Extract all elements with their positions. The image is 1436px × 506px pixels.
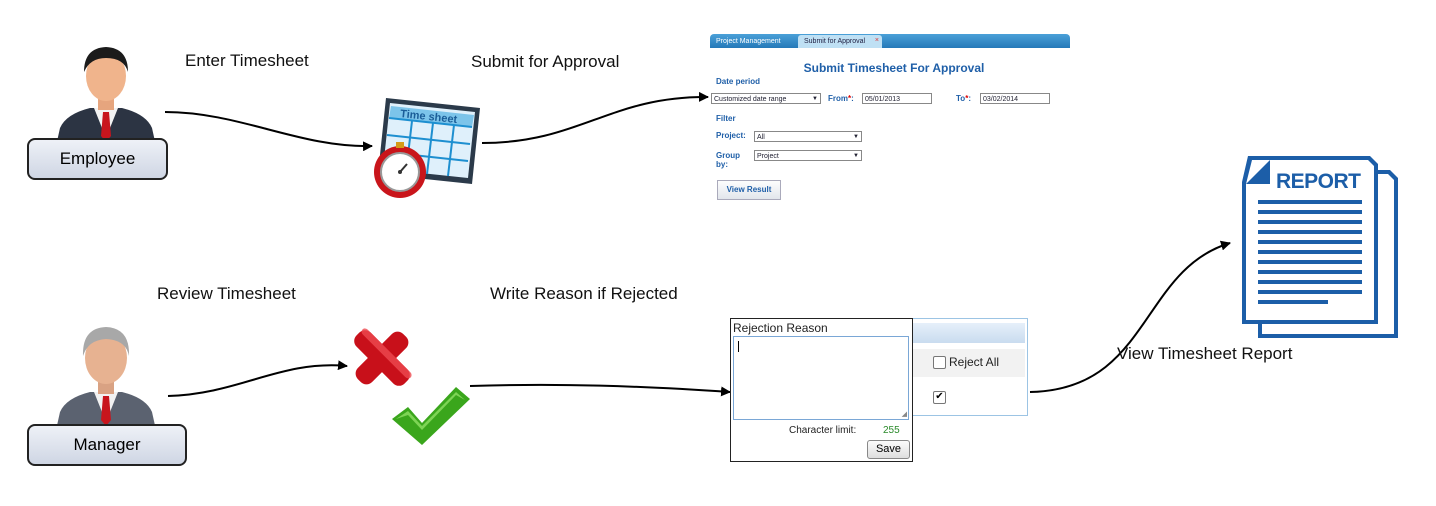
date-period-value: Customized date range xyxy=(714,96,787,103)
from-label-text: From xyxy=(828,94,848,103)
date-period-label: Date period xyxy=(716,77,761,86)
group-by-label-line2: by: xyxy=(716,160,728,169)
character-limit-value: 255 xyxy=(883,425,900,436)
arrow-timesheet-to-submit xyxy=(481,91,709,144)
view-result-button[interactable]: View Result xyxy=(717,180,781,200)
group-by-label-line1: Group xyxy=(716,151,740,160)
group-by-select[interactable]: Project ▼ xyxy=(754,150,862,161)
reject-all-label: Reject All xyxy=(949,355,1000,369)
from-label: From*: xyxy=(828,94,854,103)
character-limit-label: Character limit: xyxy=(789,425,857,436)
employee-role-box: Employee xyxy=(27,138,168,180)
approve-check-icon xyxy=(392,387,470,445)
project-value: All xyxy=(757,134,765,141)
submit-timesheet-panel: Project Management Submit for Approval ×… xyxy=(710,34,1078,206)
step-label-submit-for-approval: Submit for Approval xyxy=(471,52,620,71)
report-document-icon: REPORT xyxy=(1240,152,1400,342)
from-label-colon: : xyxy=(851,94,854,103)
project-label: Project: xyxy=(716,131,746,140)
calendar-grid-icon xyxy=(374,98,480,198)
project-select[interactable]: All ▼ xyxy=(754,131,862,142)
arrow-review-to-rejection xyxy=(469,383,731,397)
reject-x-icon xyxy=(354,328,412,386)
rejection-reason-title: Rejection Reason xyxy=(733,321,828,335)
reject-grid-header-row xyxy=(913,349,1025,377)
arrow-employee-to-timesheet xyxy=(164,111,373,152)
reject-grid-panel: Reject All ✔ xyxy=(912,318,1028,416)
to-label-colon: : xyxy=(968,94,971,103)
tab-close-icon[interactable]: × xyxy=(874,37,879,44)
date-period-caret-icon: ▼ xyxy=(812,96,818,102)
from-date-input[interactable]: 05/01/2013 xyxy=(862,93,932,104)
reject-row-checkbox[interactable]: ✔ xyxy=(933,391,946,404)
manager-person-icon xyxy=(56,327,156,430)
from-required-mark: * xyxy=(848,94,852,103)
to-date-input[interactable]: 03/02/2014 xyxy=(980,93,1050,104)
reject-grid-header xyxy=(913,323,1025,343)
arrow-rejection-to-report xyxy=(1029,240,1231,393)
reject-all-checkbox[interactable] xyxy=(933,356,946,369)
manager-role-box: Manager xyxy=(27,424,187,466)
step-label-write-reason: Write Reason if Rejected xyxy=(490,284,678,303)
resize-grip-icon[interactable]: ◢ xyxy=(901,411,907,418)
group-by-value: Project xyxy=(757,153,779,160)
group-by-caret-icon: ▼ xyxy=(853,153,859,159)
tab-submit-for-approval[interactable]: Submit for Approval × xyxy=(798,35,882,48)
project-caret-icon: ▼ xyxy=(853,134,859,140)
to-label-text: To xyxy=(956,94,966,103)
filter-label: Filter xyxy=(716,114,736,123)
timesheet-icon: Time sheet xyxy=(360,94,482,200)
date-period-select[interactable]: Customized date range ▼ xyxy=(711,93,821,104)
save-button[interactable]: Save xyxy=(867,440,910,459)
to-label: To*: xyxy=(956,94,971,103)
step-label-view-report: View Timesheet Report xyxy=(1117,344,1293,363)
report-icon-label: REPORT xyxy=(1276,170,1361,193)
step-label-review-timesheet: Review Timesheet xyxy=(157,284,296,303)
rejection-reason-textarea[interactable]: ◢ xyxy=(733,336,909,420)
tab-submit-for-approval-label: Submit for Approval xyxy=(804,38,866,45)
text-cursor xyxy=(738,341,739,352)
panel-title: Submit Timesheet For Approval xyxy=(803,61,985,75)
tab-project-management[interactable]: Project Management xyxy=(716,38,781,45)
step-label-enter-timesheet: Enter Timesheet xyxy=(185,51,309,70)
to-required-mark: * xyxy=(965,94,969,103)
employee-person-icon xyxy=(56,47,156,146)
rejection-reason-panel: Rejection Reason ◢ Character limit: 255 … xyxy=(730,318,913,462)
report-pages-icon xyxy=(1242,156,1398,338)
arrow-manager-to-review xyxy=(167,360,348,397)
